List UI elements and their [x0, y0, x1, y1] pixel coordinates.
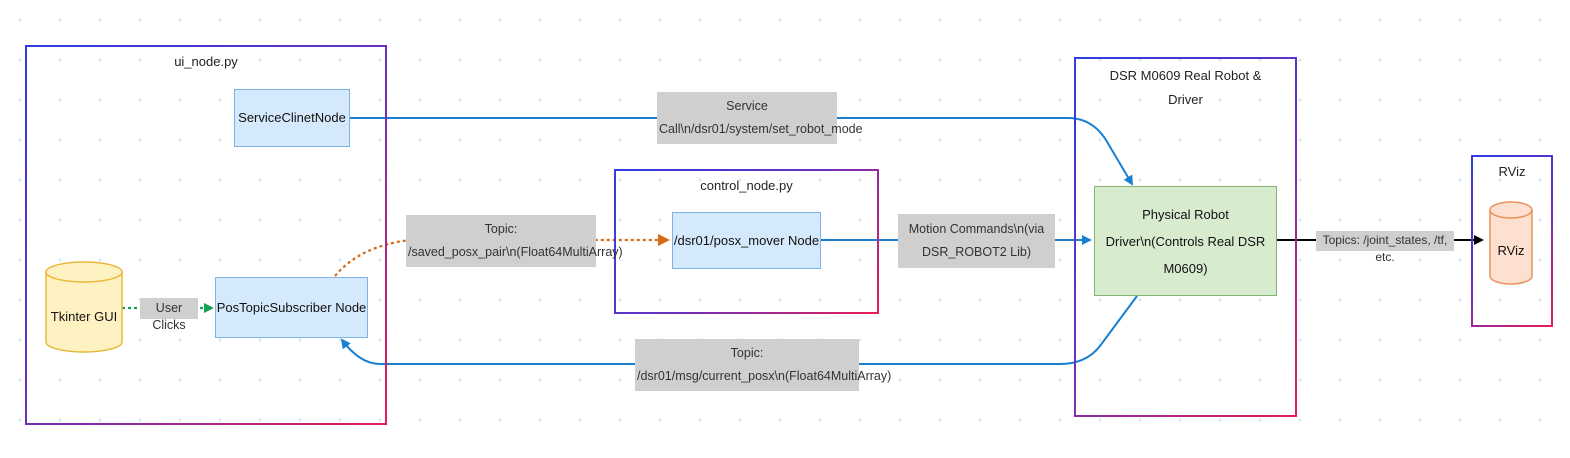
topics-joint-label: Topics: /joint_states, /tf, etc.	[1316, 231, 1454, 264]
pos-topic-subscriber-node[interactable]: PosTopicSubscriber Node	[215, 277, 368, 338]
physical-robot-driver-node[interactable]: Physical Robot Driver\n(Controls Real DS…	[1094, 186, 1277, 296]
control-node-title: control_node.py	[700, 178, 793, 193]
saved-posx-label-line2: /saved_posx_pair\n(Float64MultiArray)	[408, 245, 623, 259]
motion-commands-label: Motion Commands\n(via DSR_ROBOT2 Lib)	[898, 214, 1055, 268]
motion-commands-label-line1: Motion Commands\n(via	[908, 222, 1045, 236]
motion-commands-label-line2: DSR_ROBOT2 Lib)	[921, 245, 1032, 259]
ui-node-title: ui_node.py	[174, 54, 238, 69]
rviz-db-label: RViz	[1497, 243, 1525, 258]
physical-robot-label-line1: Physical Robot	[1142, 206, 1229, 222]
tkinter-gui-label: Tkinter GUI	[50, 309, 118, 324]
service-call-label-line1: Service	[726, 99, 768, 113]
service-client-label: ServiceClinetNode	[238, 110, 346, 125]
posx-mover-label: /dsr01/posx_mover Node	[673, 232, 820, 248]
rviz-container-title: RViz	[1498, 164, 1526, 179]
posx-mover-node[interactable]: /dsr01/posx_mover Node	[672, 212, 821, 269]
robot-driver-title-line1: DSR M0609 Real Robot &	[1109, 68, 1262, 83]
rviz-container: RViz	[1471, 155, 1553, 327]
current-posx-label: Topic: /dsr01/msg/current_posx\n(Float64…	[635, 339, 892, 391]
saved-posx-label: Topic: /saved_posx_pair\n(Float64MultiAr…	[406, 215, 623, 267]
saved-posx-label-line1: Topic:	[484, 222, 518, 236]
service-call-label: Service Call\n/dsr01/system/set_robot_mo…	[657, 92, 863, 144]
service-call-label-line2: Call\n/dsr01/system/set_robot_mode	[659, 122, 863, 136]
pos-topic-subscriber-label: PosTopicSubscriber Node	[216, 299, 367, 315]
physical-robot-label-line2: Driver\n(Controls Real DSR	[1105, 233, 1266, 249]
physical-robot-label-line3: M0609)	[1163, 260, 1208, 276]
current-posx-label-line1: Topic:	[730, 346, 764, 360]
current-posx-label-line2: /dsr01/msg/current_posx\n(Float64MultiAr…	[637, 369, 892, 383]
service-client-node[interactable]: ServiceClinetNode	[234, 89, 350, 147]
user-clicks-label: User Clicks	[140, 298, 198, 332]
robot-driver-title-line2: Driver	[1168, 92, 1203, 107]
